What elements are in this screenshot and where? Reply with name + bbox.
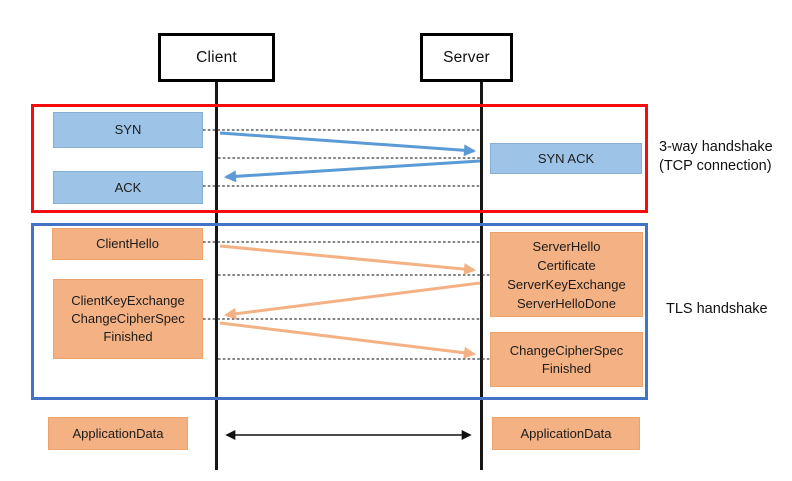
msg-line: ApplicationData [520, 425, 612, 441]
msg-line: ACK [114, 179, 142, 195]
server-lifeline [480, 82, 483, 470]
msg-line: ChangeCipherSpec [509, 342, 624, 358]
msg-line: ServerHello [532, 238, 601, 254]
clientflight2-arrow [219, 321, 476, 359]
server-flight1-message-box: ServerHello Certificate ServerKeyExchang… [490, 232, 643, 317]
synack-message-box: SYN ACK [490, 143, 642, 174]
clienthello-message-box: ClientHello [52, 228, 203, 260]
tcp-section-label-line2: (TCP connection) [659, 157, 772, 174]
tcp-handshake-frame [31, 104, 648, 213]
clienthello-arrow [219, 244, 476, 276]
server-flight2-message-box: ChangeCipherSpec Finished [490, 332, 643, 387]
applicationdata-server-box: ApplicationData [492, 417, 640, 450]
msg-line: Certificate [537, 257, 596, 273]
msg-line: ClientKeyExchange [71, 293, 185, 308]
tcp-section-label-line1: 3-way handshake [659, 139, 773, 155]
msg-line: ApplicationData [72, 425, 164, 441]
msg-line: ChangeCipherSpec [71, 311, 185, 326]
server-actor-label: Server [443, 48, 490, 66]
syn-arrow [219, 131, 476, 157]
client-flight2-message-box: ClientKeyExchange ChangeCipherSpec Finis… [53, 279, 203, 359]
msg-line: ServerKeyExchange [507, 276, 626, 292]
msg-line: SYN ACK [537, 150, 595, 166]
tcp-section-label: 3-way handshake (TCP connection) [659, 138, 773, 175]
tls-handshake-frame [31, 223, 648, 400]
msg-line: ServerHelloDone [517, 295, 616, 311]
synack-arrow [224, 159, 481, 183]
client-actor-label: Client [196, 48, 237, 66]
tls-section-label-text: TLS handshake [666, 301, 768, 317]
dashed-guides [203, 129, 490, 360]
ack-message-box: ACK [53, 171, 203, 204]
client-actor-box: Client [158, 33, 275, 82]
client-lifeline [215, 82, 218, 470]
msg-line: ClientHello [96, 236, 159, 251]
syn-message-box: SYN [53, 112, 203, 148]
msg-line: Finished [541, 360, 592, 376]
server-actor-box: Server [420, 33, 513, 82]
msg-line: SYN [114, 122, 142, 137]
applicationdata-client-box: ApplicationData [48, 417, 188, 450]
msg-line: Finished [103, 329, 153, 344]
serverflight1-arrow [224, 281, 481, 320]
tls-section-label: TLS handshake [666, 300, 768, 319]
